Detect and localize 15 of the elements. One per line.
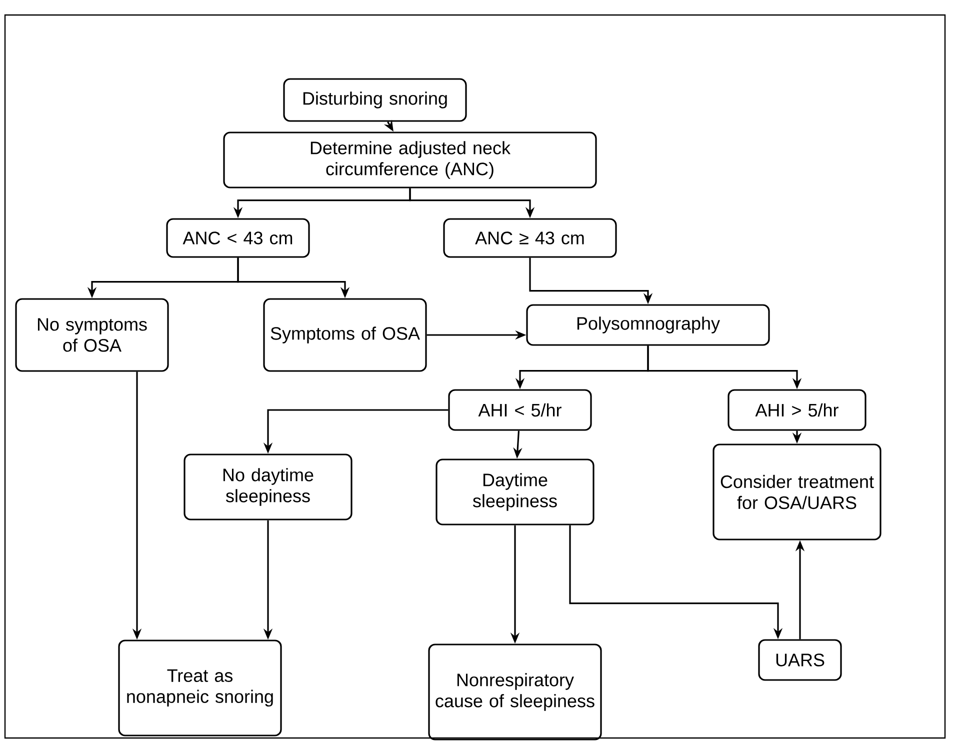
process-box: AHI > 5/hr bbox=[728, 389, 866, 431]
process-box: Polysomnography bbox=[526, 304, 770, 346]
process-box: Daytime sleepiness bbox=[436, 458, 594, 526]
process-box: AHI < 5/hr bbox=[448, 389, 592, 431]
process-box: Nonrespiratory cause of sleepiness bbox=[428, 644, 602, 740]
process-box: ANC ≥ 43 cm bbox=[443, 218, 617, 258]
process-box: ANC < 43 cm bbox=[166, 218, 310, 258]
process-box: Disturbing snoring bbox=[283, 78, 467, 122]
process-box: No daytime sleepiness bbox=[184, 454, 352, 520]
process-box: Determine adjusted neck circumference (ANC) bbox=[223, 132, 597, 188]
process-box: Treat as nonapneic snoring bbox=[118, 640, 282, 736]
process-box: UARS bbox=[758, 639, 842, 681]
process-box: No symptoms of OSA bbox=[15, 298, 169, 372]
process-box: Consider treatment for OSA/UARS bbox=[712, 444, 882, 540]
process-box: Symptoms of OSA bbox=[263, 298, 427, 372]
